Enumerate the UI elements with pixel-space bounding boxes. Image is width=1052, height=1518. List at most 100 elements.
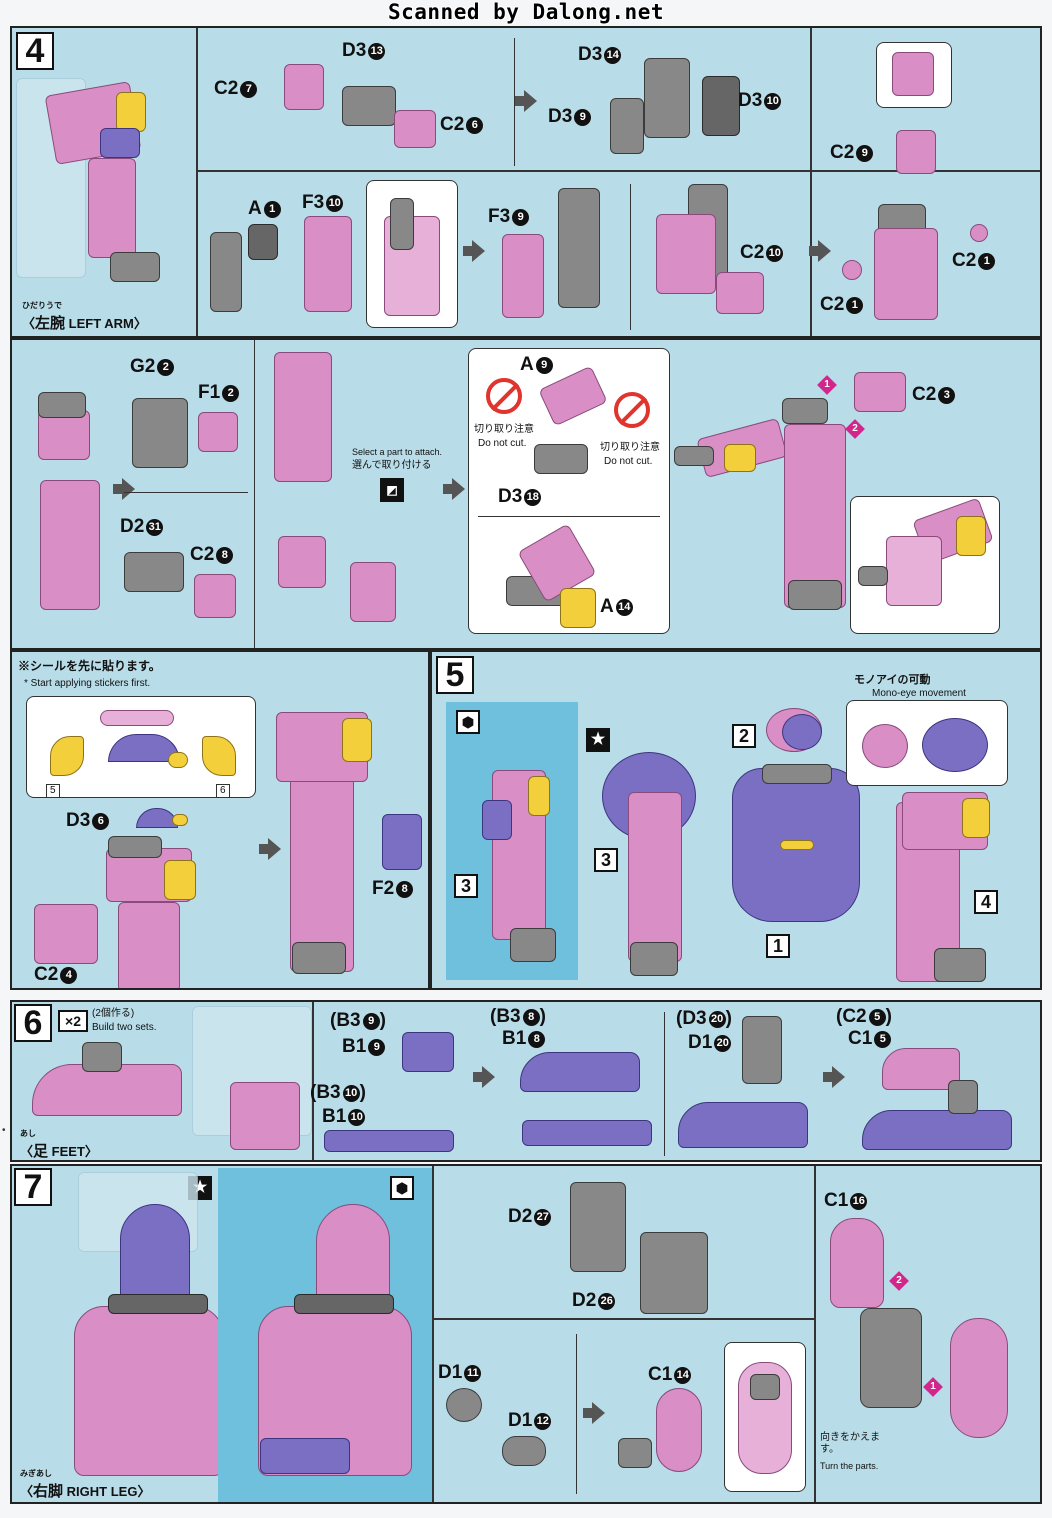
sticker-yellow-right bbox=[202, 736, 236, 776]
part-f3-9 bbox=[502, 234, 544, 318]
arm-top-gray bbox=[38, 392, 86, 418]
leg-variant-b-band bbox=[294, 1294, 394, 1314]
sticker-yellow-left bbox=[50, 736, 84, 776]
caution-en: Do not cut. bbox=[604, 456, 653, 467]
divider bbox=[630, 184, 631, 330]
step4c-panel: ※シールを先に貼ります。 * Start applying stickers f… bbox=[10, 650, 430, 990]
arm-hand bbox=[110, 252, 160, 282]
ref-box-2: 2 bbox=[732, 724, 756, 748]
times-two: ×2 bbox=[58, 1010, 88, 1032]
part-g2-2 bbox=[132, 398, 188, 468]
divider bbox=[664, 1012, 665, 1156]
variant-b-hand bbox=[630, 942, 678, 976]
section-label-right-leg: みぎあし 〈右脚 RIGHT LEG〉 bbox=[20, 1469, 151, 1500]
scan-watermark: Scanned by Dalong.net bbox=[387, 0, 664, 24]
leg-variant-a-band bbox=[108, 1294, 208, 1314]
select-note-jp: 選んで取り付ける bbox=[352, 460, 432, 471]
foot-joint bbox=[82, 1042, 122, 1072]
detail-joint bbox=[886, 536, 942, 606]
part-d1-20 bbox=[742, 1016, 782, 1084]
part-d1-11 bbox=[446, 1388, 482, 1422]
ref-box-4: 4 bbox=[974, 890, 998, 914]
part-d2-26 bbox=[640, 1232, 708, 1314]
mono-eye-jp: モノアイの可動 bbox=[854, 674, 931, 686]
caution-en: Do not cut. bbox=[478, 438, 527, 449]
sticker-note-jp: ※シールを先に貼ります。 bbox=[18, 659, 161, 673]
part-b-base bbox=[522, 1120, 652, 1146]
assembled-arm bbox=[784, 424, 846, 608]
part-leg-pink bbox=[950, 1318, 1008, 1438]
part-d1-12 bbox=[502, 1436, 546, 1466]
part-c2-6 bbox=[394, 110, 436, 148]
part-b1-9 bbox=[402, 1032, 454, 1072]
part-c2-4 bbox=[34, 904, 98, 964]
part-arm-assembly-pink bbox=[656, 214, 716, 294]
part-c2-1-right bbox=[970, 224, 988, 242]
order-badge-1: 1 bbox=[923, 1377, 943, 1397]
step-arrow bbox=[823, 1066, 845, 1088]
step-arrow bbox=[443, 478, 465, 500]
section-label-left-arm: ひだりうで 〈左腕 LEFT ARM〉 bbox=[22, 301, 147, 332]
part-f3-10 bbox=[304, 216, 352, 312]
step-arrow bbox=[809, 240, 831, 262]
sticker-number-5: 5 bbox=[46, 784, 60, 798]
step5-panel: 5 ⬢ 3 ★ 3 1 2 モノアイの可動 Mono-eye movement … bbox=[430, 650, 1042, 990]
mono-eye-head bbox=[862, 724, 908, 768]
step-number: 5 bbox=[436, 656, 474, 694]
arm-shoulder-yellow bbox=[116, 92, 146, 132]
arm-lower bbox=[118, 902, 180, 988]
arm-upper bbox=[88, 158, 136, 258]
torso-chevron bbox=[780, 840, 814, 850]
part-d3-9 bbox=[610, 98, 644, 154]
mono-eye-en: Mono-eye movement bbox=[872, 688, 966, 699]
build-jp: (2個作る) bbox=[92, 1008, 135, 1019]
foot-front bbox=[230, 1082, 300, 1150]
step-arrow bbox=[463, 240, 485, 262]
arm-base bbox=[40, 480, 100, 610]
part-b1-8 bbox=[520, 1052, 640, 1092]
assembled-shoulder bbox=[782, 398, 828, 424]
divider bbox=[434, 1318, 816, 1320]
right-arm-hand bbox=[934, 948, 986, 982]
arm-final-hand bbox=[292, 942, 346, 974]
right-arm-yellow bbox=[962, 798, 990, 838]
step-arrow bbox=[515, 90, 537, 112]
head-purple bbox=[782, 714, 822, 750]
torso-top bbox=[762, 764, 832, 784]
variant-a-purple bbox=[482, 800, 512, 840]
divider bbox=[312, 1002, 314, 1160]
leg-variant-b-purple bbox=[260, 1438, 350, 1474]
part-c1-14-joint bbox=[618, 1438, 652, 1468]
detail-part-gray bbox=[390, 198, 414, 250]
part-c2-9 bbox=[896, 130, 936, 174]
callout-part bbox=[892, 52, 934, 96]
divider bbox=[196, 170, 1040, 172]
part-d3-14 bbox=[644, 58, 690, 138]
order-badge-2: 2 bbox=[845, 419, 865, 439]
caution-jp: 切り取り注意 bbox=[600, 442, 660, 453]
mono-eye-head-b bbox=[922, 718, 988, 772]
